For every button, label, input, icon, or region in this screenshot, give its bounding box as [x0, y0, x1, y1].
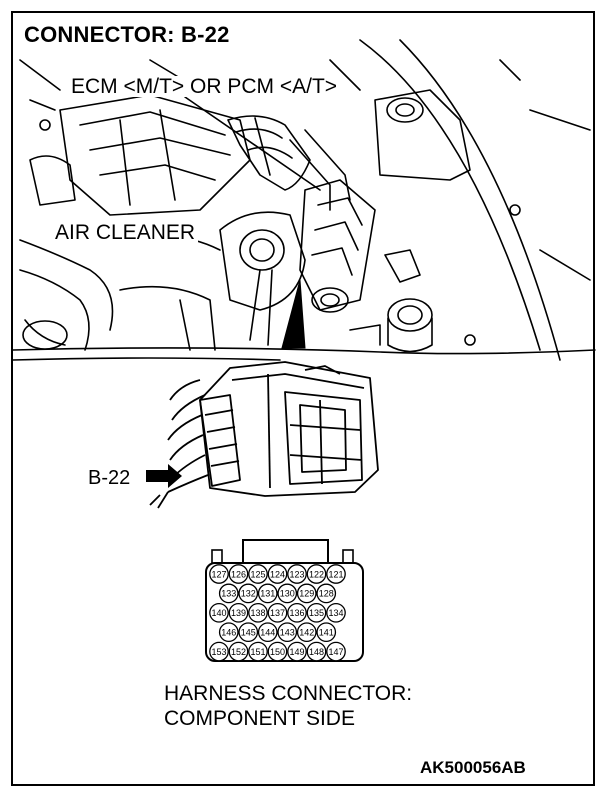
- connector-pin: [228, 602, 249, 623]
- connector-pin: [326, 602, 346, 623]
- connector-pin: [257, 583, 278, 604]
- connector-pin: [209, 602, 229, 623]
- figure-code: AK500056AB: [420, 758, 526, 777]
- connector-pin-number: 128: [319, 589, 334, 599]
- connector-pin: [326, 564, 346, 584]
- connector-pin: [316, 583, 337, 604]
- connector-pin: [277, 622, 298, 643]
- connector-caption-line2: COMPONENT SIDE: [164, 707, 355, 730]
- connector-pin: [248, 602, 268, 623]
- connector-pin: [306, 641, 327, 662]
- connector-pin-number: 138: [250, 608, 265, 618]
- connector-pin-number: 147: [328, 647, 343, 657]
- diagram-frame: [11, 11, 595, 786]
- connector-pin-number: 133: [221, 589, 236, 599]
- connector-pin: [238, 622, 259, 643]
- air-cleaner-label: AIR CLEANER: [52, 222, 199, 243]
- connector-pin-number: 152: [231, 647, 246, 657]
- connector-pin-number: 135: [309, 608, 324, 618]
- connector-pin-number: 136: [289, 608, 304, 618]
- connector-pin-number: 132: [241, 589, 256, 599]
- connector-pin-number: 150: [270, 647, 285, 657]
- connector-pin-number: 125: [250, 569, 265, 579]
- connector-pin-number: 130: [280, 589, 295, 599]
- connector-pin: [267, 602, 288, 623]
- connector-pin: [277, 583, 298, 604]
- connector-pin-number: 141: [319, 628, 334, 638]
- connector-pin-number: 124: [270, 569, 285, 579]
- connector-pin: [287, 641, 307, 662]
- connector-pin: [267, 564, 288, 584]
- connector-pin: [257, 622, 278, 643]
- connector-pin: [267, 641, 288, 662]
- connector-pin: [306, 602, 327, 623]
- connector-pin-number: 140: [211, 608, 226, 618]
- ecm-pcm-label: ECM <M/T> OR PCM <A/T>: [68, 76, 341, 97]
- connector-pin-number: 127: [211, 569, 226, 579]
- connector-callout-label: B-22: [88, 467, 131, 489]
- ecm-unit-illustration: [149, 361, 379, 509]
- location-pointer-arrow: [281, 279, 306, 349]
- connector-pin: [218, 622, 239, 643]
- connector-pin-number: 123: [289, 569, 304, 579]
- connector-pin-number: 131: [260, 589, 275, 599]
- connector-pin: [306, 564, 327, 584]
- connector-pin-number: 121: [328, 569, 343, 579]
- connector-pin-number: 137: [270, 608, 285, 618]
- connector-pin-number: 126: [231, 569, 246, 579]
- connector-pin: [209, 564, 229, 584]
- connector-pin-number: 146: [221, 628, 236, 638]
- connector-pin-number: 151: [250, 647, 265, 657]
- connector-pin-grid: 127 126 125 124 123 122 121 133 132 131 130 129 128 1…: [209, 564, 346, 662]
- connector-pin: [296, 583, 317, 604]
- connector-pin: [287, 602, 307, 623]
- connector-pin: [316, 622, 337, 643]
- connector-pin-number: 145: [241, 628, 256, 638]
- connector-pin-number: 122: [309, 569, 324, 579]
- connector-pin: [228, 641, 249, 662]
- connector-pin: [326, 641, 346, 662]
- connector-pin-number: 142: [299, 628, 314, 638]
- connector-pin: [248, 641, 268, 662]
- connector-pin-number: 148: [309, 647, 324, 657]
- b22-callout-arrow: [146, 464, 182, 488]
- connector-pin-number: 144: [260, 628, 275, 638]
- connector-pin: [287, 564, 307, 584]
- connector-pin-number: 129: [299, 589, 314, 599]
- connector-pin: [296, 622, 317, 643]
- connector-pin-number: 139: [231, 608, 246, 618]
- connector-caption-line1: HARNESS CONNECTOR:: [164, 682, 413, 705]
- connector-pin-number: 143: [280, 628, 295, 638]
- connector-pin-number: 153: [211, 647, 226, 657]
- connector-pin-number: 149: [289, 647, 304, 657]
- connector-pin: [228, 564, 249, 584]
- connector-title: CONNECTOR: B-22: [24, 22, 230, 47]
- connector-pin: [238, 583, 259, 604]
- connector-pin: [209, 641, 229, 662]
- connector-pin: [218, 583, 239, 604]
- connector-pin-number: 134: [328, 608, 343, 618]
- connector-pin: [248, 564, 268, 584]
